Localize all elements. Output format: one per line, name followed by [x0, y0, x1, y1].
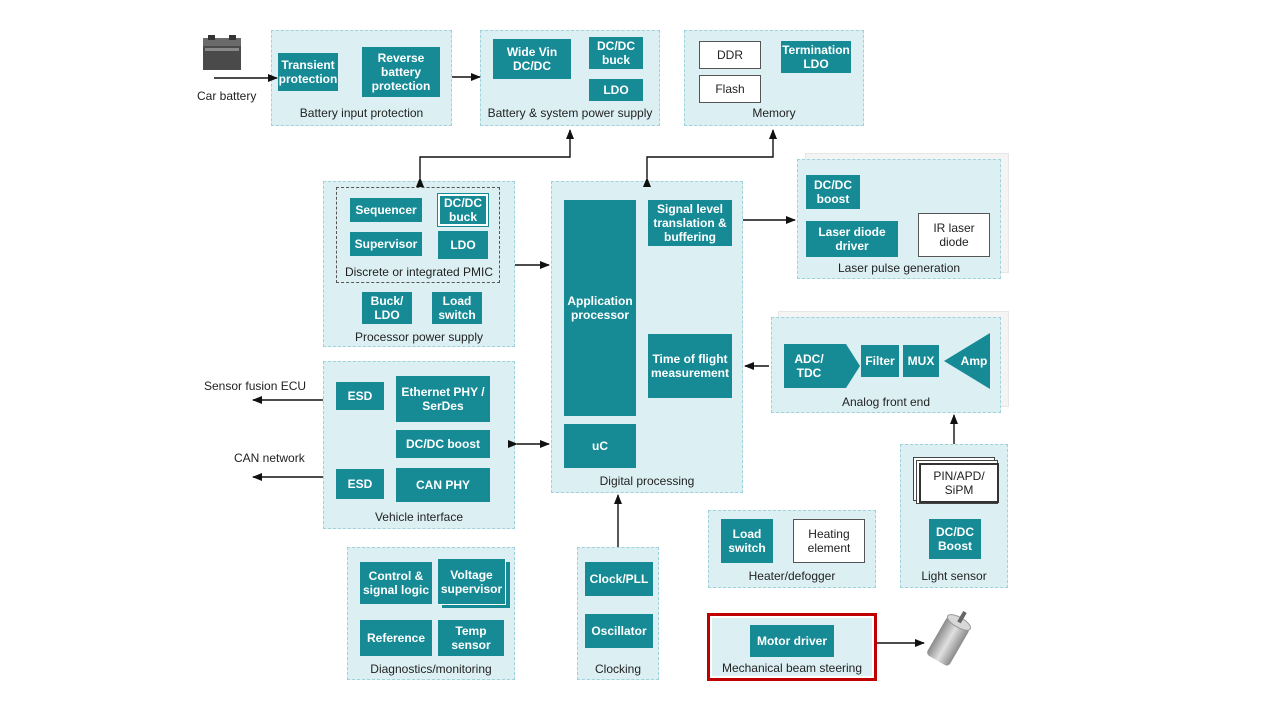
sequencer-block: Sequencer	[350, 198, 422, 222]
temp-sensor-block: Temp sensor	[438, 620, 504, 656]
vehicle-interface-label: Vehicle interface	[374, 510, 464, 524]
memory-group: DDR Flash Termination LDO Memory	[684, 30, 864, 126]
laser-diode-driver-block: Laser diode driver	[806, 221, 898, 257]
pin-apd-sipm-block: PIN/APD/ SiPM	[919, 463, 999, 503]
pmic-ldo-block: LDO	[438, 231, 488, 259]
flash-block: Flash	[699, 75, 761, 103]
power-supply-group: Wide Vin DC/DC DC/DC buck LDO Battery & …	[480, 30, 660, 126]
clock-pll-block: Clock/PLL	[585, 562, 653, 596]
car-battery-label: Car battery	[197, 89, 257, 103]
analog-front-end-group: ADC/ TDC Filter MUX Amp Analog front end	[771, 317, 1001, 413]
filter-block: Filter	[861, 345, 899, 377]
ir-laser-diode-block: IR laser diode	[918, 213, 990, 257]
time-of-flight-block: Time of flight measurement	[648, 334, 732, 398]
reference-block: Reference	[360, 620, 432, 656]
oscillator-block: Oscillator	[585, 614, 653, 648]
power-supply-label: Battery & system power supply	[487, 106, 653, 120]
motor-icon	[927, 611, 972, 666]
digital-processing-group: Application processor Signal level trans…	[551, 181, 743, 493]
diagnostics-group: Control & signal logic Voltage superviso…	[347, 547, 515, 680]
light-sensor-group: PIN/APD/ SiPM DC/DC Boost Light sensor	[900, 444, 1008, 588]
processor-power-group: Sequencer DC/DC buck Supervisor LDO Disc…	[323, 181, 515, 347]
digital-processing-label: Digital processing	[599, 474, 695, 488]
pmic-label: Discrete or integrated PMIC	[344, 265, 494, 279]
amp-triangle-icon	[944, 333, 990, 389]
supervisor-block: Supervisor	[350, 232, 422, 256]
light-dcdc-boost-block: DC/DC Boost	[929, 519, 981, 559]
sensor-fusion-ecu-label: Sensor fusion ECU	[204, 379, 307, 393]
memory-label: Memory	[752, 106, 796, 120]
uc-block: uC	[564, 424, 636, 468]
amp-block: Amp	[960, 354, 988, 368]
clocking-label: Clocking	[594, 662, 642, 676]
mechanical-beam-steering-group: Motor driver Mechanical beam steering	[707, 613, 877, 681]
wide-vin-dcdc-block: Wide Vin DC/DC	[493, 39, 571, 79]
pmic-dashed-box	[336, 187, 500, 283]
vehicle-interface-group: ESD Ethernet PHY / SerDes DC/DC boost ES…	[323, 361, 515, 529]
laser-pulse-label: Laser pulse generation	[837, 261, 961, 275]
adc-tdc-shape	[784, 344, 860, 388]
pmic-dcdc-buck-block: DC/DC buck	[437, 193, 489, 227]
heater-load-switch-block: Load switch	[721, 519, 773, 563]
battery-input-protection-group: Transient protection Reverse battery pro…	[271, 30, 452, 126]
processor-power-label: Processor power supply	[354, 330, 484, 344]
ethernet-phy-block: Ethernet PHY / SerDes	[396, 376, 490, 422]
buck-ldo-block: Buck/ LDO	[362, 292, 412, 324]
heater-label: Heater/defogger	[748, 569, 836, 583]
reverse-battery-protection-block: Reverse battery protection	[362, 47, 440, 97]
motor-driver-block: Motor driver	[750, 625, 834, 657]
mux-block: MUX	[903, 345, 939, 377]
heater-group: Load switch Heating element Heater/defog…	[708, 510, 876, 588]
esd-2-block: ESD	[336, 469, 384, 499]
diagnostics-label: Diagnostics/monitoring	[370, 662, 492, 676]
car-battery-icon	[203, 35, 241, 70]
battery-input-protection-label: Battery input protection	[299, 106, 424, 120]
ldo-block: LDO	[589, 79, 643, 101]
termination-ldo-block: Termination LDO	[781, 41, 851, 73]
can-network-label: CAN network	[234, 451, 305, 465]
control-signal-logic-block: Control & signal logic	[360, 562, 432, 604]
voltage-supervisor-block: Voltage supervisor	[438, 559, 506, 605]
load-switch-block: Load switch	[432, 292, 482, 324]
transient-protection-block: Transient protection	[278, 53, 338, 91]
laser-dcdc-boost-block: DC/DC boost	[806, 175, 860, 209]
clocking-group: Clock/PLL Oscillator Clocking	[577, 547, 659, 680]
adc-tdc-block: ADC/ TDC	[794, 352, 824, 380]
application-processor-block: Application processor	[564, 200, 636, 416]
signal-level-translation-block: Signal level translation & buffering	[648, 200, 732, 246]
ddr-block: DDR	[699, 41, 761, 69]
dcdc-buck-block: DC/DC buck	[589, 37, 643, 69]
heating-element-block: Heating element	[793, 519, 865, 563]
analog-front-end-label: Analog front end	[841, 395, 931, 409]
esd-1-block: ESD	[336, 382, 384, 410]
laser-pulse-group: DC/DC boost Laser diode driver IR laser …	[797, 159, 1001, 279]
vehicle-dcdc-boost-block: DC/DC boost	[396, 430, 490, 458]
can-phy-block: CAN PHY	[396, 468, 490, 502]
beam-label: Mechanical beam steering	[721, 661, 863, 675]
light-sensor-label: Light sensor	[921, 569, 987, 583]
